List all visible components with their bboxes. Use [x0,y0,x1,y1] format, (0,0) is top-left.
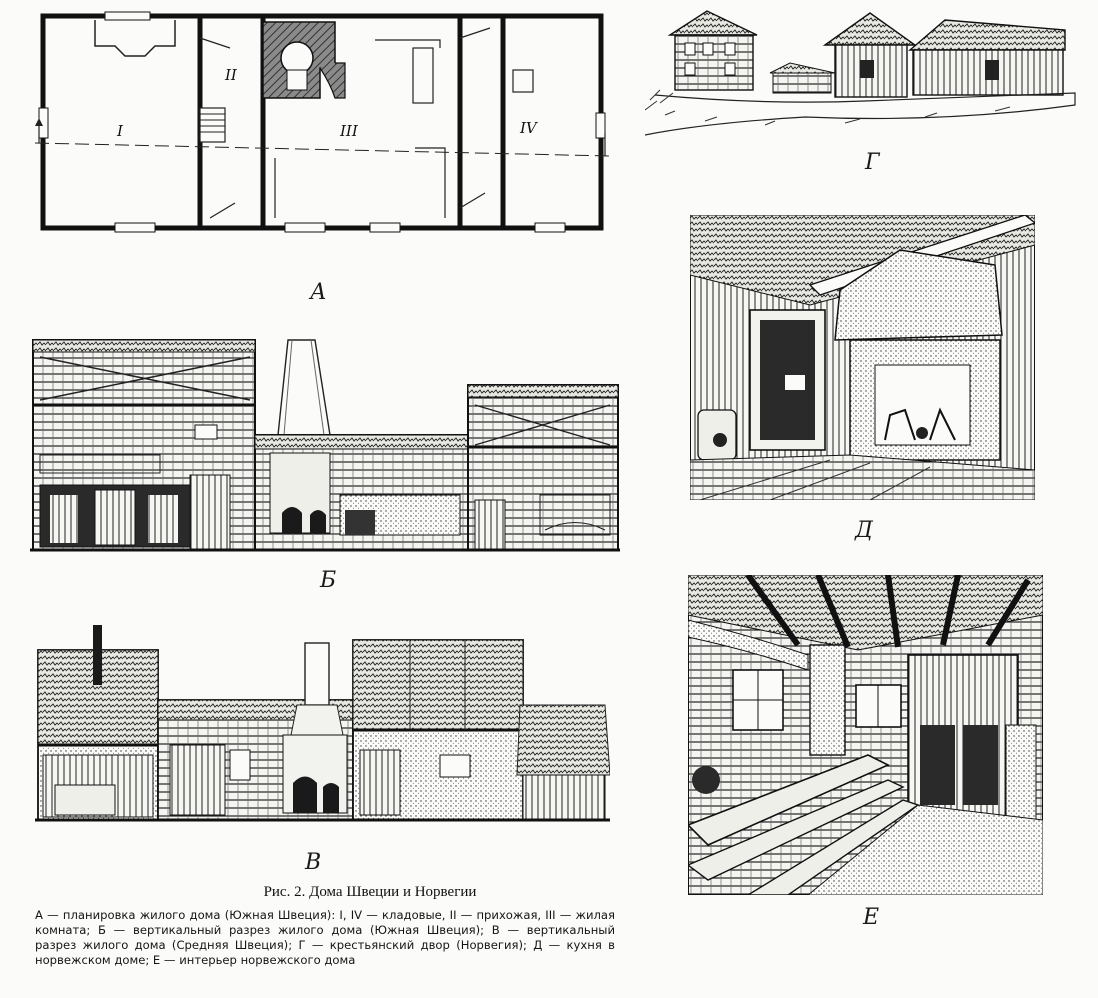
section-b-drawing [30,339,620,552]
kitchen-drawing [690,215,1035,500]
figure-e-norwegian-interior [688,575,1043,895]
figure-a-floor-plan: I II III IV [35,8,610,248]
figure-b-label: Б [320,568,337,593]
figure-v-section-middle-sweden [35,625,610,825]
plan-room-4-label: IV [519,119,539,137]
figure-e-label: Е [863,905,880,930]
plan-room-3-label: III [339,122,359,140]
figure-g-label: Г [865,150,880,175]
figure-caption-title: Рис. 2. Дома Швеции и Норвегии [263,884,477,900]
plan-room-2-label: II [224,66,238,84]
figure-d-label: Д [855,518,873,543]
interior-drawing [688,575,1043,895]
figure-b-section-south-sweden [30,335,620,555]
plan-room-1-label: I [116,122,124,140]
figure-a-label: А [310,280,327,305]
farmstead-drawing [645,10,1076,136]
floor-plan-drawing: I II III IV [35,11,610,233]
figure-v-label: В [305,850,322,875]
figure-g-farmstead-norway [645,5,1085,140]
figure-caption-body: А — планировка жилого дома (Южная Швеция… [35,908,615,967]
figure-d-kitchen-interior [690,215,1035,500]
section-v-drawing [35,625,610,822]
